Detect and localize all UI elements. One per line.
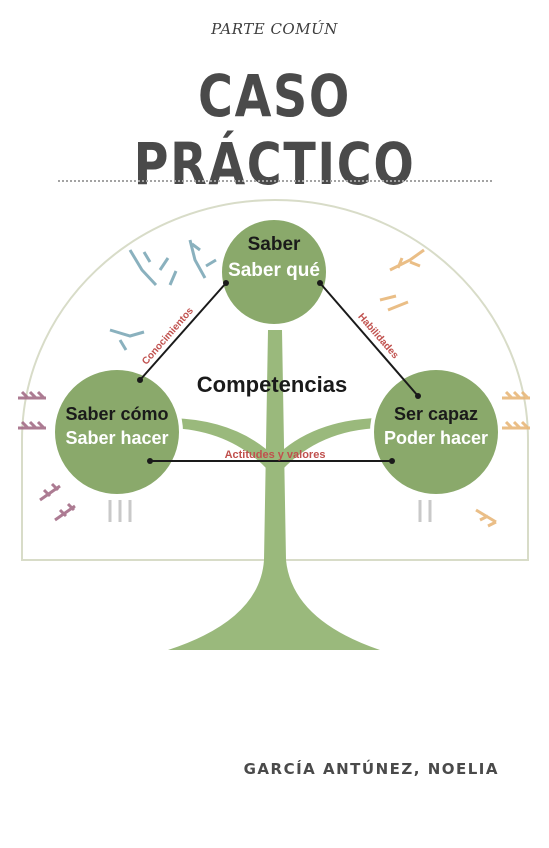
- node-left-line1: Saber cómo: [65, 404, 168, 424]
- center-label: Competencias: [197, 372, 347, 397]
- node-left-line2: Saber hacer: [65, 428, 168, 448]
- node-top-circle: [218, 216, 330, 328]
- foliage-left-blue: [109, 239, 217, 351]
- dotted-divider: [58, 180, 492, 182]
- node-left-circle: [51, 366, 183, 498]
- author-name: GARCÍA ANTÚNEZ, NOELIA: [243, 760, 499, 778]
- node-right-line1: Ser capaz: [394, 404, 478, 424]
- link-lines: [139, 282, 419, 462]
- node-right-line2: Poder hacer: [384, 428, 488, 448]
- node-top-line2: Saber qué: [228, 260, 320, 281]
- foliage-bottom-gray: [108, 500, 432, 522]
- link-label-actitudes: Actitudes y valores: [225, 449, 326, 461]
- page-title: CASO PRÁCTICO: [133, 62, 416, 198]
- link-label-conocimientos: Conocimientos: [140, 305, 196, 367]
- foliage-right-orange: [379, 248, 530, 528]
- node-top-line1: Saber: [248, 234, 301, 255]
- node-right-circle: [370, 366, 502, 498]
- foliage-left-purple: [18, 390, 76, 522]
- kicker-text: PARTE COMÚN: [211, 20, 338, 38]
- link-label-habilidades: Habilidades: [355, 312, 400, 362]
- dome-outline: [21, 199, 529, 561]
- link-dots: [137, 280, 421, 464]
